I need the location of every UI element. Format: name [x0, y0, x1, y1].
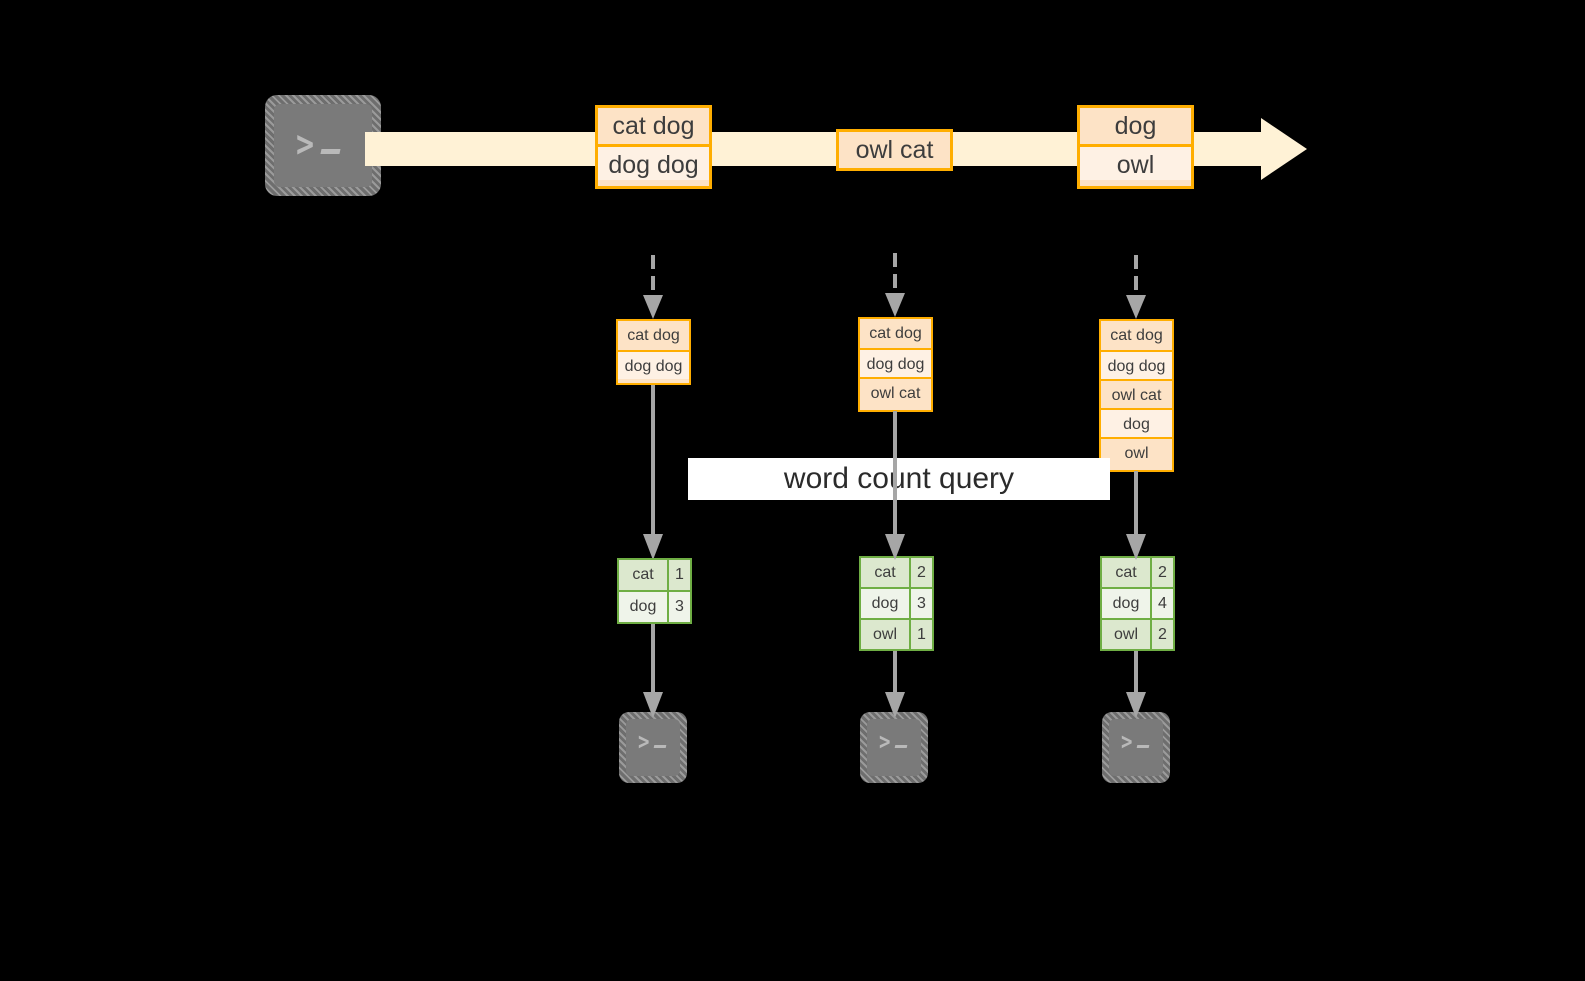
buffer-line: cat dog [618, 321, 689, 350]
output-connector-2 [885, 649, 905, 718]
buffer-snapshot-3: cat dog dog dog owl cat dog owl [1099, 319, 1174, 472]
count-cell: 4 [1150, 587, 1173, 618]
stream-message-line: owl cat [839, 132, 950, 168]
query-connector-1 [643, 384, 663, 560]
producer-terminal-icon: > [265, 95, 381, 196]
count-cell: 3 [909, 587, 932, 618]
buffer-snapshot-1: cat dog dog dog [616, 319, 691, 385]
prompt-cursor [320, 148, 341, 154]
buffer-line: dog dog [860, 348, 931, 377]
consumer-terminal-icon-1: > [619, 712, 687, 783]
prompt-chevron: > [1121, 728, 1133, 756]
consumer-terminal-icon-3: > [1102, 712, 1170, 783]
terminal-screen [274, 104, 372, 187]
buffer-snapshot-2: cat dog dog dog owl cat [858, 317, 933, 412]
buffer-line: owl [1101, 437, 1172, 466]
buffer-line: owl cat [1101, 379, 1172, 408]
word-cell: dog [1102, 587, 1150, 618]
query-connector-2 [885, 411, 905, 560]
prompt-cursor [653, 744, 667, 748]
stream-message-line: owl [1080, 144, 1191, 180]
word-cell: owl [1102, 618, 1150, 649]
output-connector-1 [643, 622, 663, 718]
table-row: cat 1 [619, 560, 690, 590]
stream-message-line: cat dog [598, 108, 709, 144]
consumer-terminal-icon-2: > [860, 712, 928, 783]
result-table-1: cat 1 dog 3 [617, 558, 692, 624]
terminal-prompt-glyph: > [879, 728, 908, 756]
terminal-screen [1109, 719, 1163, 776]
word-cell: cat [619, 560, 667, 590]
buffer-line: cat dog [1101, 321, 1172, 350]
count-cell: 2 [1150, 558, 1173, 587]
buffer-line: dog dog [618, 350, 689, 379]
stream-message-1: cat dog dog dog [595, 105, 712, 189]
query-banner-label: word count query [783, 462, 1015, 495]
count-cell: 2 [909, 558, 932, 587]
count-cell: 1 [667, 560, 690, 590]
prompt-chevron: > [296, 122, 315, 167]
query-banner: word count query [688, 458, 1110, 500]
terminal-screen [626, 719, 680, 776]
terminal-prompt-glyph: > [1121, 728, 1150, 756]
word-cell: owl [861, 618, 909, 649]
result-table-2: cat 2 dog 3 owl 1 [859, 556, 934, 651]
count-cell: 1 [909, 618, 932, 649]
terminal-screen [867, 719, 921, 776]
stream-message-line: dog [1080, 108, 1191, 144]
snapshot-connector-2 [885, 253, 905, 317]
buffer-line: dog [1101, 408, 1172, 437]
word-cell: dog [619, 589, 667, 622]
stream-message-2: owl cat [836, 129, 953, 171]
word-cell: cat [1102, 558, 1150, 587]
prompt-chevron: > [879, 728, 891, 756]
snapshot-connector-1 [643, 255, 663, 319]
output-connector-3 [1126, 649, 1146, 718]
table-row: dog 3 [861, 587, 932, 618]
buffer-line: cat dog [860, 319, 931, 348]
word-cell: cat [861, 558, 909, 587]
word-cell: dog [861, 587, 909, 618]
table-row: owl 2 [1102, 618, 1173, 649]
result-table-3: cat 2 dog 4 owl 2 [1100, 556, 1175, 651]
table-row: cat 2 [861, 558, 932, 587]
snapshot-connector-3 [1126, 255, 1146, 319]
buffer-line: owl cat [860, 377, 931, 406]
table-row: cat 2 [1102, 558, 1173, 587]
terminal-prompt-glyph: > [638, 728, 667, 756]
table-row: dog 3 [619, 589, 690, 622]
buffer-line: dog dog [1101, 350, 1172, 379]
count-cell: 3 [667, 589, 690, 622]
prompt-chevron: > [638, 728, 650, 756]
count-cell: 2 [1150, 618, 1173, 649]
table-row: dog 4 [1102, 587, 1173, 618]
table-row: owl 1 [861, 618, 932, 649]
terminal-prompt-glyph: > [296, 126, 341, 163]
query-connector-3 [1126, 471, 1146, 560]
stream-message-line: dog dog [598, 144, 709, 180]
prompt-cursor [894, 744, 908, 748]
stream-message-3: dog owl [1077, 105, 1194, 189]
prompt-cursor [1136, 744, 1150, 748]
